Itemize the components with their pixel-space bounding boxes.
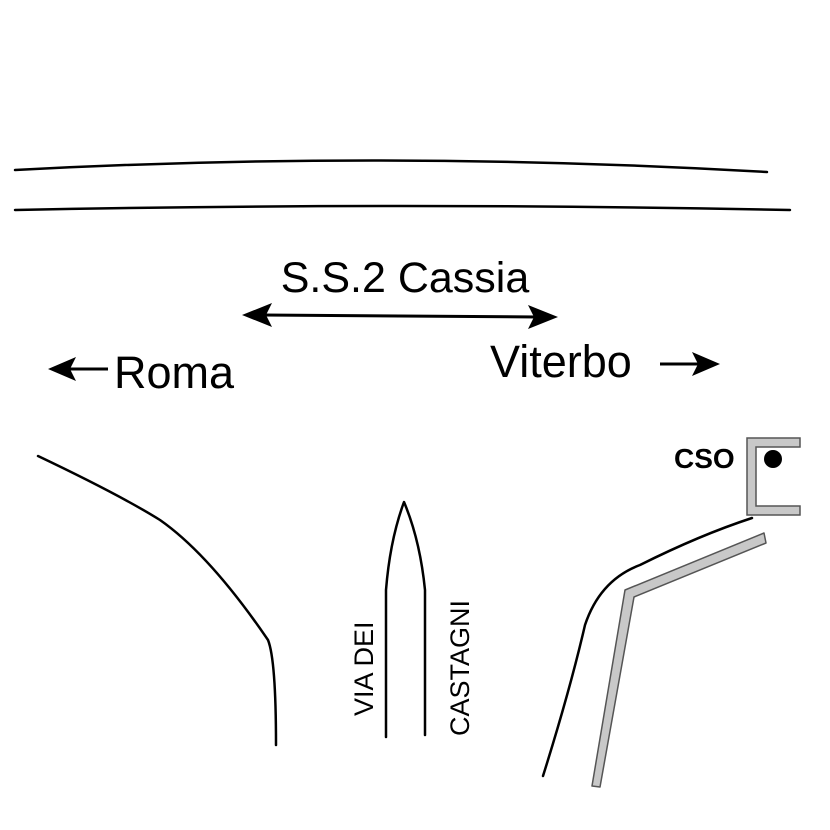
main-road-north-edge (13, 159, 769, 174)
right-curb (541, 516, 754, 778)
site-building (746, 437, 801, 516)
site-marker-icon (764, 450, 782, 468)
main-road-south-edge (13, 204, 792, 212)
left-curb (36, 454, 278, 747)
side-street-name-line2: CASTAGNI (445, 600, 475, 736)
side-street-name-line1: VIA DEI (349, 621, 379, 716)
main-road-name: S.S.2 Cassia (281, 254, 530, 302)
median-island (384, 500, 427, 739)
destination-viterbo: Viterbo (490, 336, 632, 387)
left-arrow-icon (48, 357, 108, 381)
site-label: CSO (674, 443, 735, 474)
access-path (591, 532, 767, 788)
right-arrow-icon (660, 352, 720, 376)
double-arrow-icon (242, 303, 558, 329)
destination-roma: Roma (114, 347, 235, 398)
